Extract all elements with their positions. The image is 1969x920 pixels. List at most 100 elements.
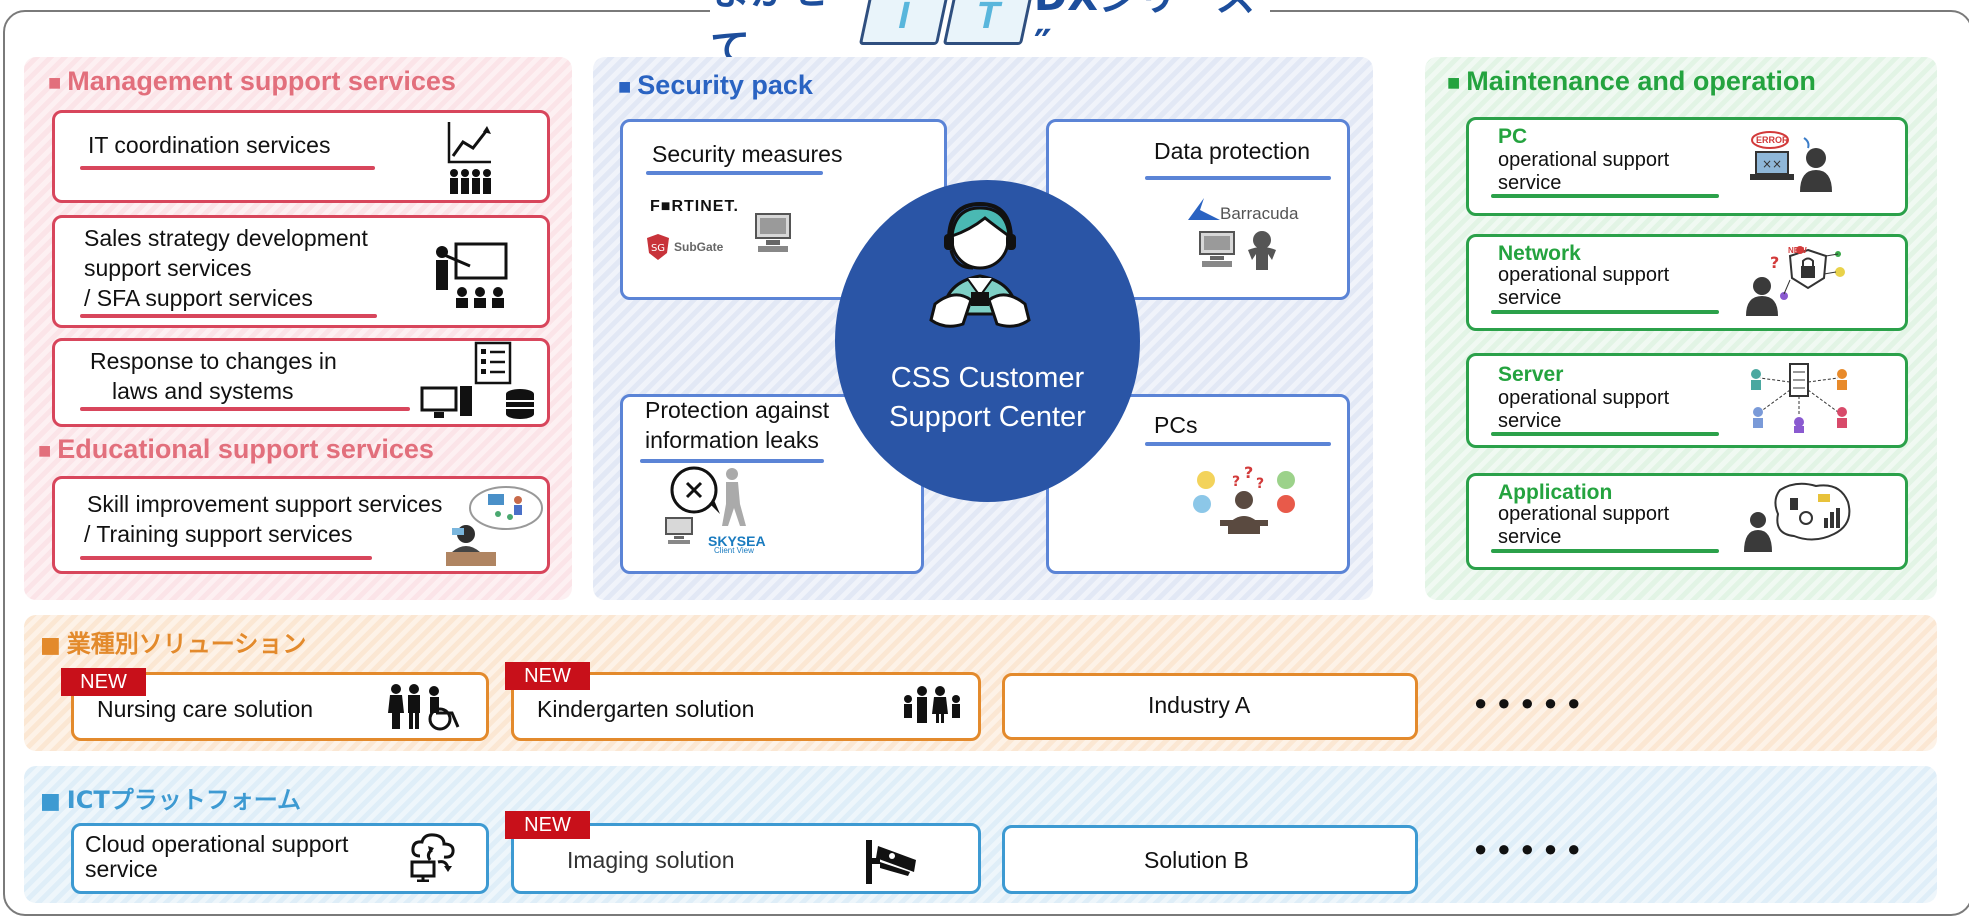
sales-strategy-line1: Sales strategy development <box>84 225 368 251</box>
small-monitor-icon <box>664 516 694 546</box>
sales-strategy-underline <box>80 314 377 318</box>
error-badge: ERROR <box>1756 135 1789 145</box>
ict-heading: ■ICTプラットフォーム <box>40 786 301 814</box>
industry-a-card[interactable] <box>1002 673 1418 740</box>
imaging-label: Imaging solution <box>567 847 735 873</box>
ict-ellipsis: ●●●●● <box>1474 836 1591 861</box>
classroom-icon <box>444 484 544 568</box>
network-support-name: Network <box>1498 242 1581 265</box>
server-support-name: Server <box>1498 363 1564 386</box>
blocked-person-icon <box>666 464 754 530</box>
it-card-i: I <box>858 0 950 45</box>
operator-headset-icon <box>915 196 1045 346</box>
svg-text:××: ×× <box>1762 157 1782 171</box>
sales-strategy-card[interactable] <box>52 215 550 328</box>
subgate-logo: SubGate <box>674 240 724 254</box>
network-support-line2: service <box>1498 287 1562 309</box>
cloud-computer-icon <box>408 832 458 882</box>
security-measures-card[interactable] <box>620 119 947 300</box>
nursing-care-label: Nursing care solution <box>97 696 314 722</box>
industry-heading: ■業種別ソリューション <box>40 630 307 658</box>
app-chart-icon <box>1744 478 1854 552</box>
security-measures-underline <box>646 171 823 175</box>
industry-a-label: Industry A <box>1148 692 1251 718</box>
fortinet-logo: F■RTINET. <box>650 198 739 215</box>
pcs-label: PCs <box>1154 412 1198 438</box>
kindergarten-new-tag: NEW <box>505 662 590 690</box>
confused-user-icon: ??? <box>1190 464 1298 536</box>
law-changes-line1: Response to changes in <box>90 348 337 374</box>
it-coordination-label: IT coordination services <box>88 132 331 158</box>
family-icon <box>900 686 964 724</box>
leak-protection-line2: information leaks <box>645 427 819 453</box>
application-support-name: Application <box>1498 481 1613 504</box>
pc-support-card[interactable] <box>1466 117 1908 216</box>
server-support-line1: operational support <box>1498 387 1670 409</box>
svg-text:?: ? <box>1256 476 1264 492</box>
monitor-icon <box>752 212 794 254</box>
skysea-logo: SKYSEA <box>708 533 766 549</box>
subgate-badge-icon: SG <box>646 233 670 261</box>
leak-protection-line1: Protection against <box>645 397 830 423</box>
camera-icon <box>864 838 920 886</box>
management-heading: ■Management support services <box>48 66 456 96</box>
solution-b-card[interactable] <box>1002 825 1418 894</box>
security-heading: ■Security pack <box>618 70 813 100</box>
kindergarten-card[interactable] <box>511 672 981 741</box>
barracuda-logo-icon <box>1186 196 1222 222</box>
application-support-line2: service <box>1498 526 1562 548</box>
security-cameras-icon <box>1198 228 1284 272</box>
pc-support-underline <box>1491 194 1719 198</box>
security-measures-label: Security measures <box>652 141 843 167</box>
educational-heading: ■Educational support services <box>38 434 434 464</box>
error-laptop-icon: ×× <box>1748 130 1836 194</box>
svg-text:SG: SG <box>651 243 665 254</box>
cloud-support-card[interactable] <box>71 823 489 894</box>
pc-support-name: PC <box>1498 125 1528 148</box>
solution-b-label: Solution B <box>1144 847 1249 873</box>
pcs-underline <box>1145 442 1331 446</box>
server-network-icon <box>1744 362 1854 434</box>
skysea-sub-logo: Client View <box>714 546 754 555</box>
center-title-line1: CSS Customer <box>890 362 1085 394</box>
skill-improvement-underline <box>80 556 372 560</box>
growth-chart-icon <box>445 118 495 198</box>
pc-support-line2: service <box>1498 172 1562 194</box>
sales-strategy-line2: support services <box>84 255 252 281</box>
banner-title-right: DXシリーズ ″ <box>1033 0 1256 68</box>
network-support-underline <box>1491 310 1719 314</box>
cloud-support-line2: service <box>85 856 158 882</box>
industry-ellipsis: ●●●●● <box>1474 690 1591 715</box>
presentation-icon <box>432 240 512 312</box>
network-support-card[interactable] <box>1466 234 1908 331</box>
law-changes-underline <box>80 407 410 411</box>
network-lock-icon: ? <box>1742 244 1852 316</box>
data-protection-underline <box>1145 176 1331 180</box>
title-banner: まかせて I T DXシリーズ ″ <box>710 0 1270 72</box>
skill-improvement-line1: Skill improvement support services <box>87 491 443 517</box>
application-support-underline <box>1491 549 1719 553</box>
svg-text:?: ? <box>1770 253 1779 272</box>
kindergarten-label: Kindergarten solution <box>537 696 755 722</box>
law-changes-line2: laws and systems <box>112 378 294 404</box>
pc-support-line1: operational support <box>1498 149 1670 171</box>
application-support-line1: operational support <box>1498 503 1670 525</box>
it-coordination-underline <box>80 166 375 170</box>
it-card-t: T <box>943 0 1035 45</box>
network-support-line1: operational support <box>1498 264 1670 286</box>
data-protection-label: Data protection <box>1154 138 1310 164</box>
server-support-line2: service <box>1498 410 1562 432</box>
center-title-line2: Support Center <box>889 401 1086 433</box>
care-people-icon <box>388 683 466 731</box>
svg-text:?: ? <box>1244 464 1253 482</box>
nursing-new-tag: NEW <box>61 668 146 696</box>
barracuda-logo: Barracuda <box>1220 204 1299 223</box>
skill-improvement-line2: / Training support services <box>84 521 353 547</box>
checklist-computer-icon <box>420 340 538 422</box>
sales-strategy-line3: / SFA support services <box>84 285 313 311</box>
svg-text:?: ? <box>1232 474 1240 490</box>
maintenance-heading: ■Maintenance and operation <box>1447 66 1816 96</box>
cloud-support-line1: Cloud operational support <box>85 831 349 857</box>
server-support-underline <box>1491 432 1719 436</box>
leak-protection-underline <box>640 459 824 463</box>
